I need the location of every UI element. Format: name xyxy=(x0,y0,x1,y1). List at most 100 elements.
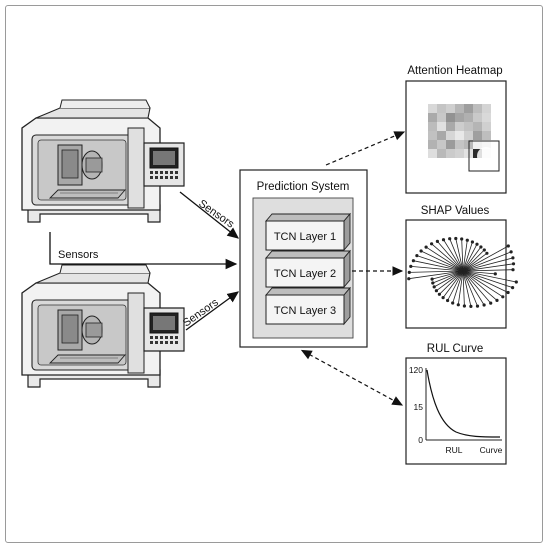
cnc-machine-bottom xyxy=(21,264,185,388)
shap-ray xyxy=(409,270,464,273)
sensors-label-top: Sensors xyxy=(196,198,236,231)
heatmap-cell xyxy=(482,131,491,140)
shap-ray-endpoint xyxy=(510,286,515,290)
heatmap-cell xyxy=(455,122,464,131)
heatmap-cell xyxy=(446,140,455,149)
shap-ray xyxy=(462,270,492,304)
heatmap-cell xyxy=(446,104,455,113)
shap-ray-endpoint xyxy=(454,236,458,241)
heatmap-cell xyxy=(428,122,437,131)
shap-ray-endpoint xyxy=(430,277,434,281)
tcn-layer-2: TCN Layer 2 xyxy=(265,249,351,289)
shap-ray xyxy=(431,243,464,272)
shap-ray xyxy=(462,270,509,293)
shap-ray xyxy=(437,241,464,272)
shap-ray-endpoint xyxy=(511,256,515,260)
shap-ray xyxy=(452,270,464,304)
shap-ray-endpoint xyxy=(495,298,499,302)
shap-ray xyxy=(462,245,509,272)
sensors-label-horizontal: Sensors xyxy=(58,249,99,261)
rul-y-tick-120: 120 xyxy=(409,365,423,375)
shap-ray-endpoint xyxy=(482,248,486,252)
shap-ray-endpoint xyxy=(475,242,479,246)
heatmap-cell xyxy=(446,122,455,131)
heatmap-cell xyxy=(446,149,455,158)
shap-ray-endpoint xyxy=(430,242,434,246)
heatmap-cell xyxy=(446,131,455,140)
shap-ray xyxy=(462,251,512,272)
rul-curve-panel xyxy=(405,357,507,465)
shap-ray-endpoint xyxy=(448,237,452,241)
heatmap-cell xyxy=(455,149,464,158)
shap-ray-endpoint xyxy=(482,303,486,307)
shap-ray xyxy=(449,238,464,272)
shap-ray-endpoint xyxy=(506,290,510,295)
heatmap-cell xyxy=(428,149,437,158)
shap-ray-endpoint xyxy=(514,280,518,284)
shap-ray-endpoint xyxy=(470,240,474,244)
heatmap-cell xyxy=(482,113,491,122)
shap-ray-endpoint xyxy=(501,295,505,299)
attention-heatmap-grid xyxy=(428,104,500,172)
heatmap-cell xyxy=(428,104,437,113)
heatmap-cell xyxy=(437,104,446,113)
rul-decay-curve xyxy=(426,369,501,438)
shap-ray-endpoint xyxy=(475,304,480,308)
shap-ray xyxy=(442,270,464,298)
heatmap-cell xyxy=(428,113,437,122)
shap-ray-endpoint xyxy=(479,245,483,249)
outer-frame xyxy=(5,5,543,543)
heatmap-cell xyxy=(482,122,491,131)
heatmap-cell xyxy=(455,131,464,140)
shap-ray-endpoint xyxy=(441,296,445,300)
arrow-to-attention xyxy=(325,131,406,166)
shap-ray xyxy=(462,270,485,306)
shap-ray xyxy=(462,270,517,283)
heatmap-cell xyxy=(464,113,473,122)
shap-ray xyxy=(461,238,464,272)
shap-values-title: SHAP Values xyxy=(421,205,490,217)
shap-ray-endpoint xyxy=(456,303,460,307)
tcn-layer-2-label: TCN Layer 2 xyxy=(274,268,336,280)
shap-ray-endpoint xyxy=(435,239,439,243)
shap-ray xyxy=(462,246,482,272)
heatmap-cell xyxy=(473,104,482,113)
heatmap-cell xyxy=(482,140,491,149)
sensor-arrow-bottom xyxy=(185,291,240,331)
shap-ray xyxy=(447,270,464,301)
heatmap-cell xyxy=(437,131,446,140)
rul-x-label-rul: RUL xyxy=(445,445,462,455)
heatmap-highlight-frame xyxy=(468,140,500,172)
shap-ray xyxy=(462,270,496,275)
shap-ray-endpoint xyxy=(511,262,516,266)
rul-x-label-curve: Curve xyxy=(480,445,503,455)
shap-ray-endpoint xyxy=(511,268,515,272)
shap-ray xyxy=(462,244,478,272)
shap-ray xyxy=(410,266,464,272)
heatmap-cell xyxy=(473,131,482,140)
sensors-label-bottom: Sensors xyxy=(181,296,221,329)
shap-ray-endpoint xyxy=(434,289,438,293)
heatmap-cell xyxy=(464,131,473,140)
shap-ray xyxy=(462,252,488,272)
shap-ray-endpoint xyxy=(407,277,411,281)
shap-ray-endpoint xyxy=(509,250,513,254)
shap-starburst xyxy=(407,236,518,308)
heatmap-cell xyxy=(464,104,473,113)
shap-ray xyxy=(462,270,465,307)
shap-ray-endpoint xyxy=(407,270,411,274)
shap-ray-endpoint xyxy=(451,301,455,305)
heatmap-cell xyxy=(473,113,482,122)
heatmap-cell xyxy=(464,122,473,131)
tcn-layer-1: TCN Layer 1 xyxy=(265,212,351,252)
shap-ray-endpoint xyxy=(462,304,466,308)
shap-ray xyxy=(420,250,464,272)
shap-ray xyxy=(462,241,473,272)
heatmap-cell xyxy=(473,122,482,131)
shap-ray-endpoint xyxy=(465,238,469,242)
shap-ray xyxy=(462,257,514,272)
shap-ray xyxy=(443,239,464,272)
heatmap-cell xyxy=(428,131,437,140)
